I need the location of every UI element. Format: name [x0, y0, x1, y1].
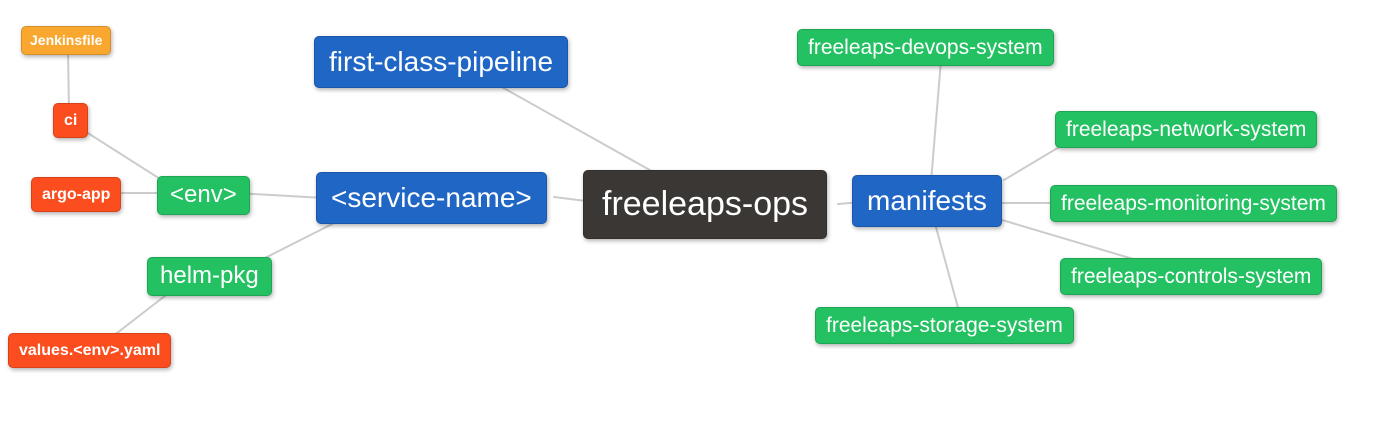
node-freeleaps-controls-system[interactable]: freeleaps-controls-system: [1060, 258, 1323, 296]
node-env[interactable]: <env>: [157, 176, 250, 215]
node-values-env-yaml[interactable]: values.<env>.yaml: [8, 333, 172, 369]
edge-first-class-pipeline-to-freeleaps-ops: [499, 85, 665, 179]
node-ci[interactable]: ci: [53, 103, 89, 139]
edge-manifests-to-freeleaps-controls-system: [1001, 219, 1151, 265]
edge-freeleaps-devops-system-to-manifests: [930, 59, 942, 183]
node-freeleaps-network-system[interactable]: freeleaps-network-system: [1055, 111, 1318, 149]
node-manifests[interactable]: manifests: [852, 175, 1002, 227]
node-helm-pkg[interactable]: helm-pkg: [147, 257, 272, 296]
node-freeleaps-ops[interactable]: freeleaps-ops: [583, 170, 828, 239]
edge-jenkinsfile-to-ci: [67, 49, 70, 113]
edge-manifests-to-freeleaps-storage-system: [933, 219, 961, 316]
node-freeleaps-devops-system[interactable]: freeleaps-devops-system: [797, 29, 1054, 67]
edge-helm-pkg-to-service-name: [254, 215, 349, 264]
edge-helm-pkg-to-values-env-yaml: [107, 291, 171, 341]
node-jenkinsfile[interactable]: Jenkinsfile: [21, 26, 112, 55]
node-service-name[interactable]: <service-name>: [316, 172, 547, 224]
node-freeleaps-storage-system[interactable]: freeleaps-storage-system: [815, 307, 1074, 345]
edge-ci-to-env: [79, 127, 169, 185]
node-freeleaps-monitoring-system[interactable]: freeleaps-monitoring-system: [1050, 185, 1337, 223]
edge-manifests-to-freeleaps-network-system: [1003, 142, 1067, 181]
node-first-class-pipeline[interactable]: first-class-pipeline: [314, 36, 569, 88]
edge-env-to-service-name: [235, 192, 325, 199]
node-argo-app[interactable]: argo-app: [31, 177, 122, 213]
